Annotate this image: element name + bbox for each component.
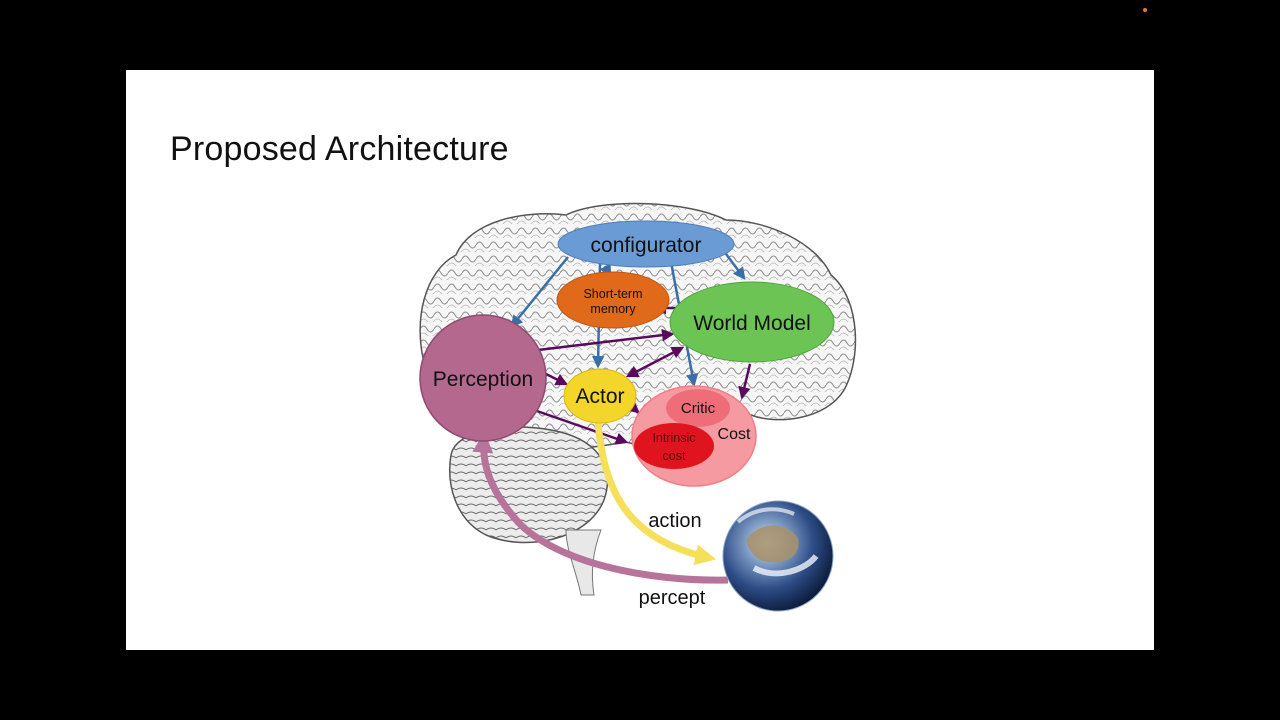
- actor-label: Actor: [575, 385, 624, 408]
- short-term-memory-label-line1: Short-term: [583, 287, 642, 301]
- intrinsic-cost-node[interactable]: [634, 423, 714, 469]
- actor-node[interactable]: [563, 368, 637, 424]
- earth-globe: [722, 500, 834, 612]
- slide: Proposed Architecture: [126, 70, 1154, 650]
- short-term-memory-label-line2: memory: [590, 302, 636, 316]
- critic-node[interactable]: [666, 389, 730, 427]
- world-model-node[interactable]: [669, 281, 835, 363]
- percept-arrow: [472, 431, 729, 584]
- arrow-configurator-to-perception: [510, 256, 569, 328]
- arrow-perception-to-actor: [545, 372, 569, 386]
- configurator-label: configurator: [591, 234, 702, 257]
- intrinsic-cost-label-line2: cost: [663, 449, 686, 463]
- brain-cerebellum: [449, 426, 609, 544]
- perception-label: Perception: [433, 368, 533, 391]
- percept-label: percept: [639, 587, 706, 609]
- intrinsic-cost-label-line1: Intrinsic: [652, 431, 695, 445]
- arrow-world-model-to-critic: [738, 363, 752, 400]
- action-label: action: [648, 510, 701, 532]
- perception-node[interactable]: [419, 314, 547, 442]
- recording-indicator-icon: [1143, 8, 1147, 12]
- cost-label: Cost: [718, 426, 751, 443]
- configurator-node[interactable]: [557, 220, 735, 268]
- arrow-configurator-to-world-model: [725, 253, 746, 280]
- cost-module[interactable]: [631, 385, 757, 487]
- environment-loop: [472, 421, 729, 584]
- world-model-label: World Model: [693, 312, 811, 335]
- action-arrow: [594, 421, 717, 566]
- arrow-perception-to-world-model: [537, 328, 675, 352]
- critic-label: Critic: [681, 400, 716, 417]
- slide-title: Proposed Architecture: [170, 130, 509, 168]
- short-term-memory-node[interactable]: [556, 271, 670, 329]
- architecture-diagram: configurator Short-term memory World Mod…: [419, 202, 857, 612]
- arrow-actor-world-model: [625, 346, 685, 378]
- arrow-perception-to-cost: [533, 408, 629, 445]
